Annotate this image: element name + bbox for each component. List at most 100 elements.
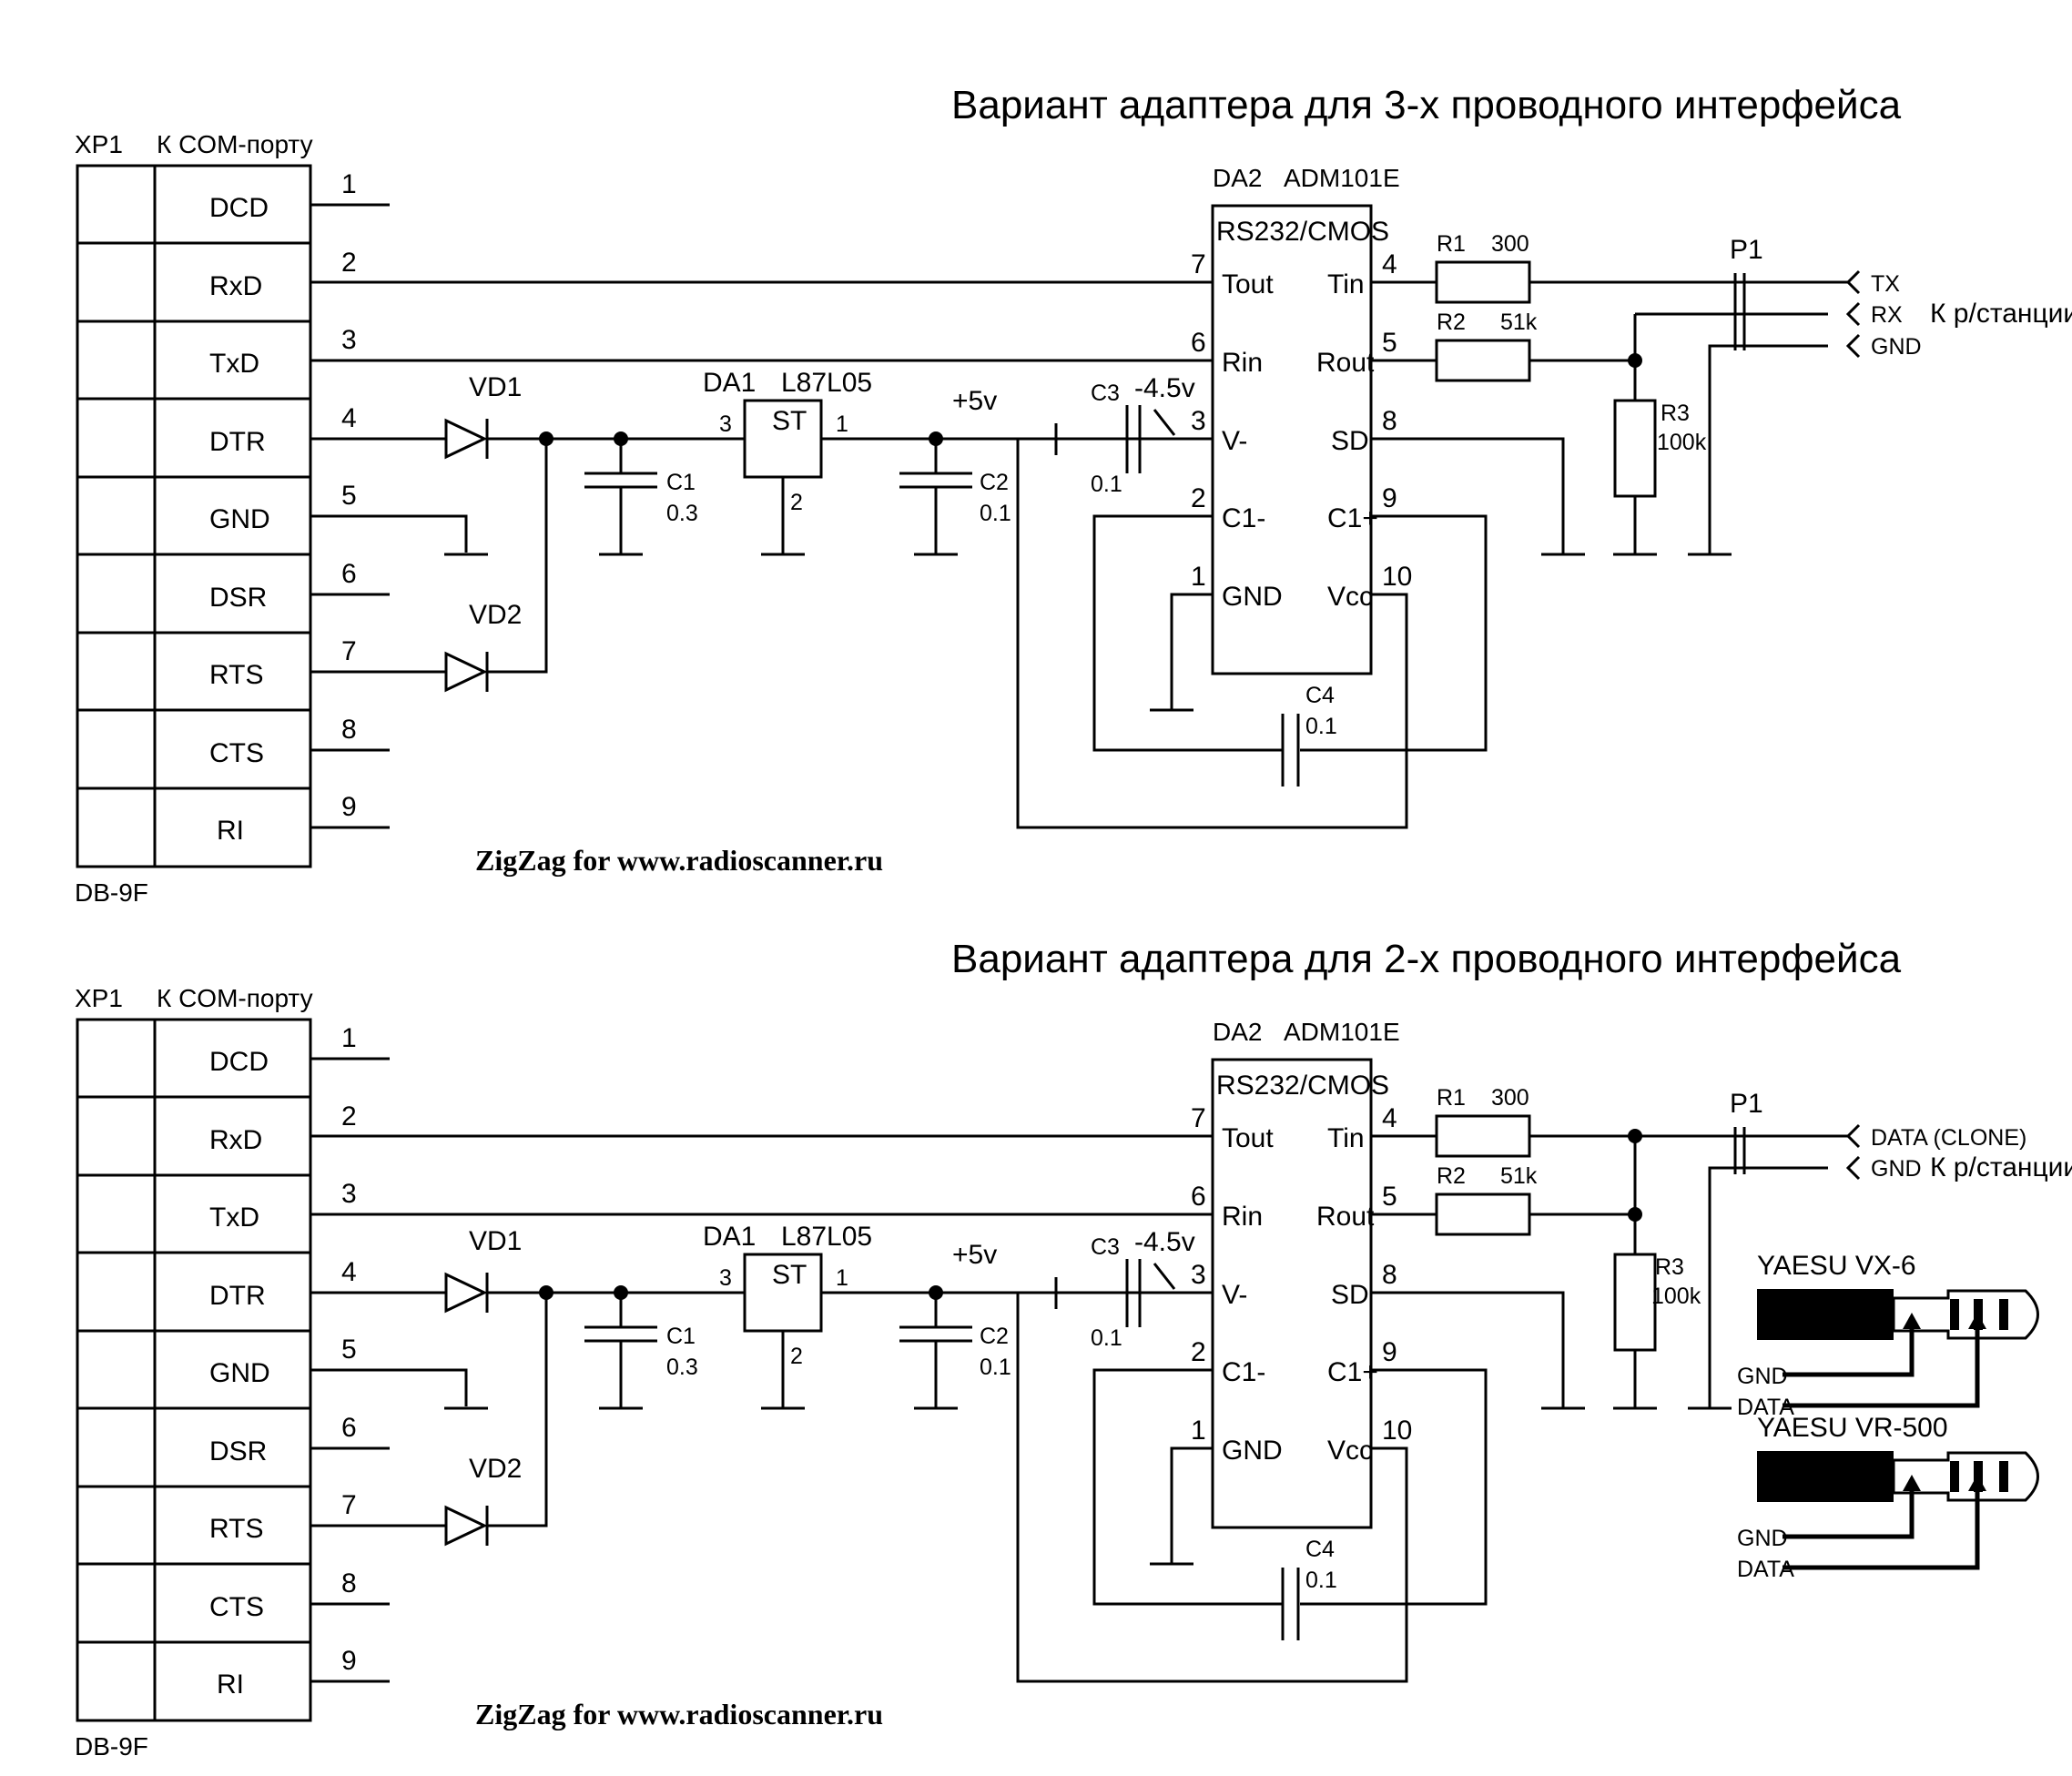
resistor-r3: R3 100k	[1613, 1253, 1701, 1352]
p1-socket	[1845, 301, 1861, 327]
ic-pin-name: C1+	[1327, 503, 1378, 533]
pin-name: DCD	[209, 193, 269, 223]
p1-signal-rx: RX	[1871, 302, 1903, 328]
regulator-part: L87L05	[781, 1222, 872, 1252]
pin-number: 5	[341, 1335, 357, 1365]
connector-pin-names: DCD RxD TxD DTR GND DSR RTS CTS RI	[209, 193, 270, 846]
connector-body	[76, 1018, 312, 1722]
resistor-r2: R2 51k	[1435, 1163, 1538, 1236]
diode-label: VD2	[469, 600, 522, 630]
pin-name: RTS	[209, 1514, 263, 1544]
resistor-r3: R3 100k	[1613, 399, 1707, 498]
cap-value: 0.1	[1305, 1568, 1337, 1593]
wire-c1plus	[1300, 514, 1488, 752]
p1-socket	[1845, 269, 1861, 295]
junction-dot	[929, 1285, 943, 1300]
cap-ref: C2	[980, 1324, 1009, 1349]
wire-da2-gnd	[1170, 1446, 1213, 1564]
p1-signal-data: DATA (CLONE)	[1871, 1125, 2026, 1151]
cap-ref: C3	[1091, 381, 1120, 406]
capacitor-c2: C2 0.1	[899, 470, 1011, 526]
ic-pin-number: 7	[1191, 1103, 1206, 1133]
junction-dot	[1628, 1207, 1642, 1222]
ic-pin-name: GND	[1222, 582, 1283, 612]
ic-pin-number: 1	[1191, 562, 1206, 592]
capacitor-c3: C3 0.1 -4.5v	[1091, 1227, 1213, 1351]
junctions	[539, 1129, 1642, 1300]
ic-pin-name: Tout	[1222, 269, 1274, 299]
pin-number: 1	[341, 1023, 357, 1053]
pin-number: 3	[341, 1179, 357, 1209]
connector-stub-wires	[310, 1057, 390, 1683]
ic-part: ADM101E	[1284, 1018, 1400, 1046]
pin-name: RxD	[209, 1125, 262, 1155]
ic-body	[1211, 204, 1373, 675]
plug-shaft	[1892, 1289, 2039, 1340]
connector-caption: К COM-порту	[157, 130, 313, 158]
connector-xp1: XP1 К COM-порту DB-9F DCD RxD TxD DTR GN…	[75, 984, 390, 1761]
pin-name: RxD	[209, 271, 262, 301]
cap-ref: C3	[1091, 1234, 1120, 1260]
resistor-r2: R2 51k	[1435, 310, 1538, 382]
junction-dot	[539, 431, 554, 446]
pin-number: 2	[341, 248, 357, 278]
connector-pin-names: DCD RxD TxD DTR GND DSR RTS CTS RI	[209, 1047, 270, 1700]
regulator-ref: DA1	[703, 368, 756, 398]
cap-voltage: -4.5v	[1134, 1227, 1195, 1257]
cap-value: 0.1	[1091, 1325, 1122, 1351]
resistor-ref: R1	[1437, 1085, 1466, 1111]
pin-number: 5	[341, 481, 357, 511]
ic-pin-name: Rout	[1316, 348, 1375, 378]
p1-signal-gnd: GND	[1871, 334, 1922, 360]
plug-label: YAESU VX-6	[1757, 1251, 1916, 1281]
wire-gnd-pin5	[310, 1368, 468, 1406]
wire-vcc-loop	[1016, 439, 1408, 829]
ic-pin-name: Rout	[1316, 1202, 1375, 1232]
ic-body-label: RS232/CMOS	[1216, 1071, 1389, 1101]
ic-pin-number: 2	[1191, 1337, 1206, 1367]
regulator-body-label: ST	[772, 406, 807, 436]
variant-title: Вариант адаптера для 2-х проводного инте…	[951, 937, 1902, 981]
pin-name: TxD	[209, 349, 259, 379]
variant-3wire: Вариант адаптера для 3-х проводного инте…	[75, 83, 2072, 907]
regulator-pin-out: 1	[836, 411, 848, 437]
ic-da2: RS232/CMOS DA2 ADM101E 7 Tout 6 Rin 3 V-…	[1191, 1018, 1412, 1529]
resistor-r1: R1 300	[1435, 1085, 1531, 1158]
plug-gnd-label: GND	[1737, 1364, 1788, 1389]
diode-vd2: VD2	[444, 1454, 522, 1547]
connector-rows	[77, 241, 310, 790]
regulator-pin-gnd: 2	[790, 1344, 803, 1369]
ic-pin-name: Rin	[1222, 1202, 1263, 1232]
ic-pin-number: 1	[1191, 1416, 1206, 1446]
plug-handle	[1757, 1289, 1894, 1340]
connector-caption: К COM-порту	[157, 984, 313, 1012]
ic-pin-number: 10	[1382, 1416, 1412, 1446]
plug-data-label: DATA	[1737, 1557, 1794, 1582]
resistor-value: 300	[1491, 231, 1529, 257]
resistor-value: 100k	[1651, 1284, 1701, 1309]
plug-yaesu-vx6: YAESU VX-6 GND DATA	[1737, 1251, 2039, 1420]
arrow-up-icon	[1903, 1475, 1921, 1491]
connector-body	[76, 164, 312, 868]
resistor-body	[1613, 1253, 1657, 1352]
p1-ref: P1	[1730, 235, 1763, 265]
ic-pin-name: Vcc	[1327, 1436, 1373, 1466]
diode-label: VD2	[469, 1454, 522, 1484]
p1-socket	[1845, 333, 1861, 359]
plug-ring	[1999, 1299, 2008, 1330]
wire-sd	[1371, 1291, 1565, 1408]
plug-ring	[1999, 1461, 2008, 1492]
ic-body	[1211, 1058, 1373, 1529]
cap-value: 0.3	[666, 1355, 698, 1380]
connector-pin-numbers: 1 2 3 4 5 6 7 8 9	[341, 1023, 357, 1676]
regulator-body-label: ST	[772, 1260, 807, 1290]
resistor-ref: R2	[1437, 1163, 1466, 1189]
plug-yaesu-vr500: YAESU VR-500 GND DATA	[1737, 1413, 2039, 1582]
wire-c1minus	[1092, 1368, 1283, 1606]
pin-name: TxD	[209, 1203, 259, 1233]
cap-pointer	[1153, 409, 1176, 436]
resistor-body	[1435, 260, 1531, 304]
p1-caption: К р/станции	[1930, 299, 2072, 329]
wire-vcc-loop	[1016, 1293, 1408, 1683]
